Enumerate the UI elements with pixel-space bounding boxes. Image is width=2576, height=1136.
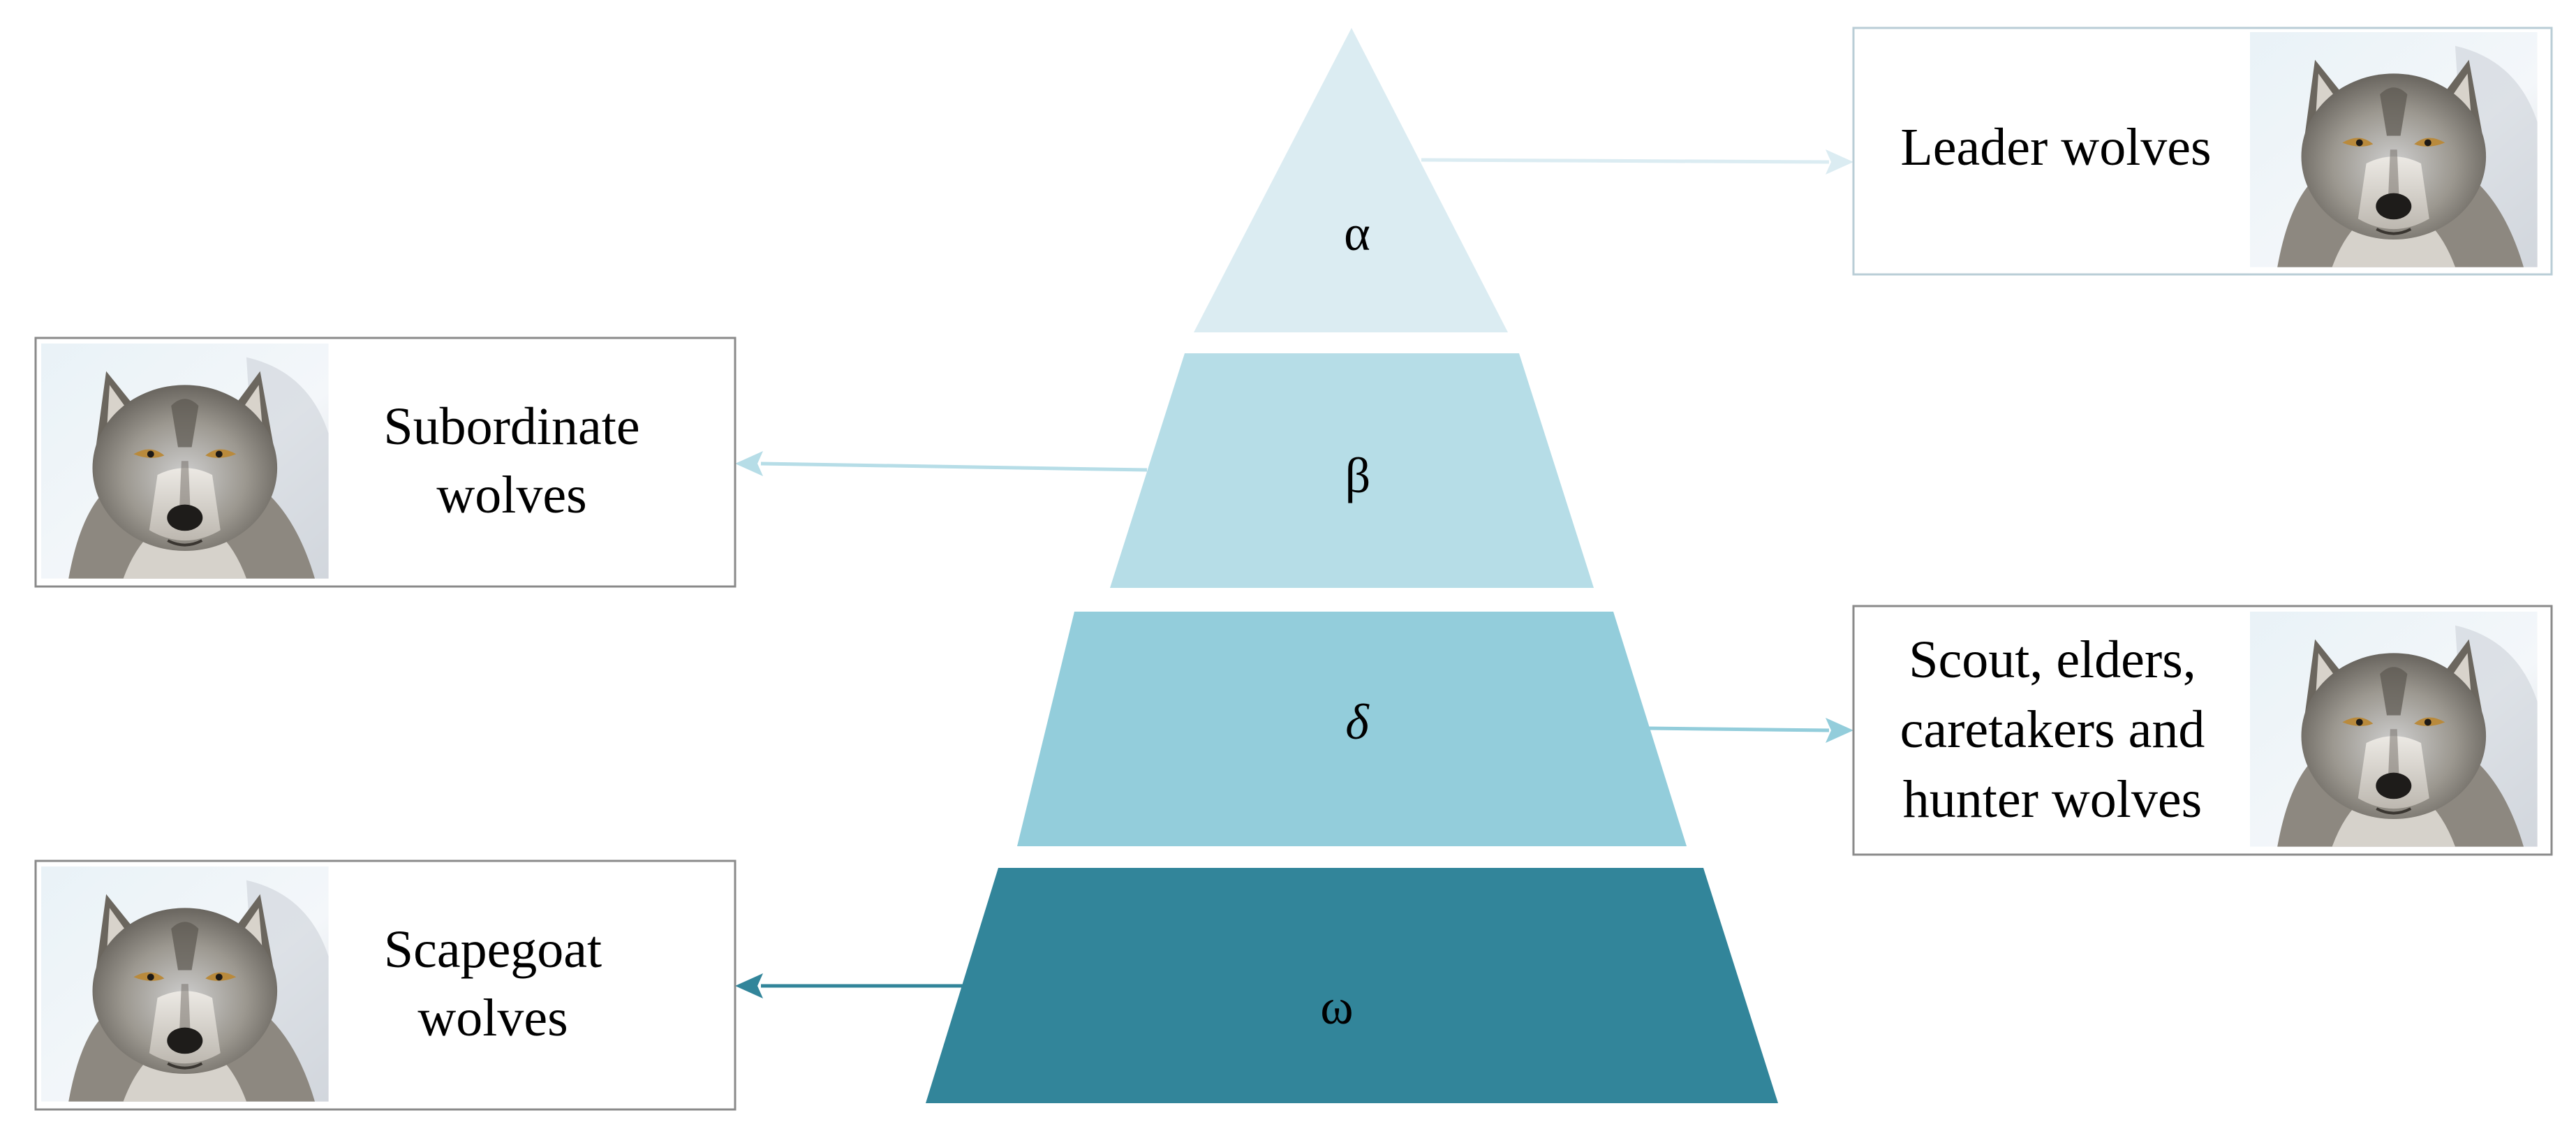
tier-beta xyxy=(1110,353,1594,588)
tier-delta-label: δ xyxy=(1345,694,1370,750)
scapegoat-wolves-label-line1: Scapegoat xyxy=(384,920,602,979)
tier-alpha xyxy=(1194,28,1508,332)
arrow-delta-to-scout xyxy=(1647,718,1853,743)
tier-alpha-label: α xyxy=(1344,205,1370,261)
subordinate-wolves-label-line1: Subordinate xyxy=(383,397,639,456)
scout-wolves-box: Scout, elders, caretakers and hunter wol… xyxy=(1852,605,2553,856)
arrow-alpha-to-leader xyxy=(1421,149,1853,175)
tier-delta xyxy=(1017,612,1687,846)
scapegoat-wolves-label-line2: wolves xyxy=(417,989,568,1047)
scout-wolves-label-line1: Scout, elders, xyxy=(1909,630,2196,689)
leader-wolves-label: Leader wolves xyxy=(1900,118,2211,177)
arrow-omega-to-scapegoat xyxy=(735,973,963,998)
leader-wolves-box: Leader wolves xyxy=(1852,27,2553,276)
scapegoat-wolves-box: Scapegoat wolves xyxy=(34,860,736,1111)
wolf-photo-icon xyxy=(2249,610,2539,848)
tier-omega-label: ω xyxy=(1320,979,1353,1035)
subordinate-wolves-label-line2: wolves xyxy=(436,466,586,524)
tier-beta-label: β xyxy=(1345,448,1371,503)
pyramid xyxy=(926,28,1778,1103)
scout-wolves-label-line3: hunter wolves xyxy=(1903,770,2202,829)
arrow-beta-to-subordinate xyxy=(735,451,1148,476)
wolf-photo-icon xyxy=(2249,31,2539,269)
tier-omega xyxy=(926,868,1778,1103)
wolf-photo-icon xyxy=(40,865,330,1103)
wolf-photo-icon xyxy=(40,342,330,580)
subordinate-wolves-box: Subordinate wolves xyxy=(34,337,736,588)
scout-wolves-label-line2: caretakers and xyxy=(1900,700,2205,759)
